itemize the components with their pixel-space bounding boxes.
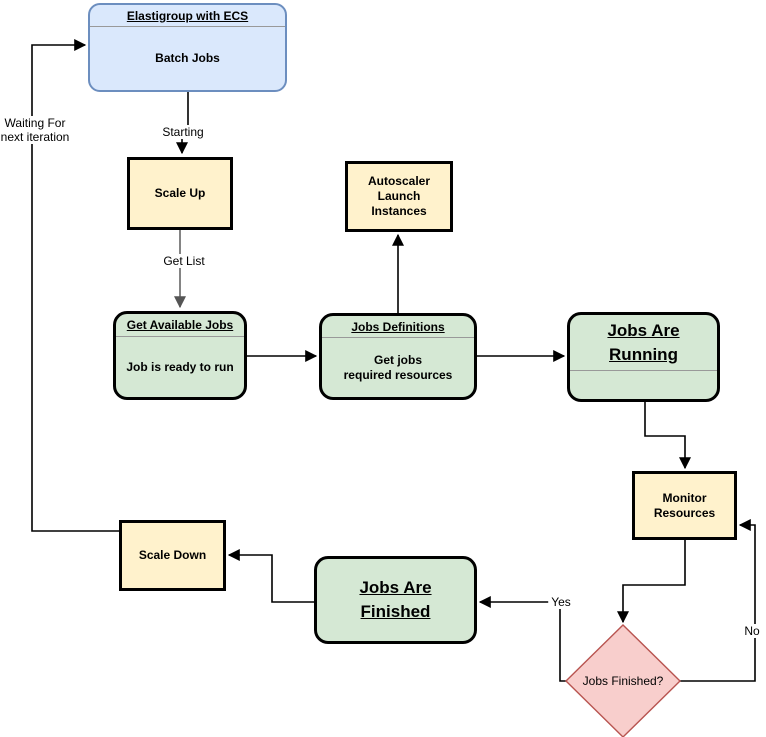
edge-yes-to-finished bbox=[478, 596, 566, 682]
node-elastigroup-batch-jobs: Elastigroup with ECS Batch Jobs bbox=[88, 3, 287, 92]
edge-label-waiting-for-next-iteration: Waiting For next iteration bbox=[0, 116, 73, 144]
edge-starting bbox=[176, 92, 189, 155]
node-label: Monitor Resources bbox=[653, 490, 716, 520]
edge-running-to-monitor bbox=[644, 402, 691, 470]
title-divider bbox=[116, 336, 244, 337]
node-scale-down: Scale Down bbox=[119, 520, 226, 591]
node-scale-up: Scale Up bbox=[127, 157, 233, 230]
edge-finished-to-scaledown bbox=[227, 549, 314, 603]
node-jobs-are-finished: Jobs Are Finished bbox=[314, 556, 477, 644]
node-title: Jobs Are Running bbox=[607, 320, 680, 364]
node-jobs-definitions: Jobs Definitions Get jobs required resou… bbox=[319, 313, 477, 400]
node-body: Get jobs required resources bbox=[343, 352, 453, 382]
edge-label-starting: Starting bbox=[159, 125, 207, 139]
node-body: Job is ready to run bbox=[126, 359, 234, 374]
node-title: Get Available Jobs bbox=[126, 318, 234, 332]
node-label: Autoscaler Launch Instances bbox=[367, 174, 431, 218]
edge-monitor-to-decision bbox=[617, 540, 686, 624]
node-title: Jobs Definitions bbox=[351, 319, 445, 334]
node-jobs-are-running: Jobs Are Running bbox=[567, 312, 720, 402]
edge-no-loop bbox=[680, 519, 756, 682]
node-monitor-resources: Monitor Resources bbox=[632, 471, 737, 540]
title-divider bbox=[570, 370, 717, 371]
node-label: Scale Up bbox=[154, 186, 206, 200]
title-divider bbox=[322, 337, 474, 338]
edge-label-yes: Yes bbox=[548, 595, 574, 609]
edge-label-no: No bbox=[741, 624, 763, 638]
decision-jobs-finished-shape bbox=[565, 624, 681, 737]
decision-jobs-finished-label: Jobs Finished? bbox=[582, 674, 664, 688]
title-divider bbox=[90, 26, 285, 27]
edge-scaledown-to-start-loop bbox=[31, 39, 119, 532]
edge-label-get-list: Get List bbox=[160, 254, 208, 268]
node-title: Jobs Are Finished bbox=[359, 578, 432, 621]
node-autoscaler-launch-instances: Autoscaler Launch Instances bbox=[345, 161, 453, 232]
node-title: Elastigroup with ECS bbox=[126, 8, 249, 23]
node-body: Batch Jobs bbox=[155, 51, 220, 65]
node-label: Scale Down bbox=[138, 548, 207, 562]
node-get-available-jobs: Get Available Jobs Job is ready to run bbox=[113, 311, 247, 400]
node-body bbox=[570, 371, 717, 399]
